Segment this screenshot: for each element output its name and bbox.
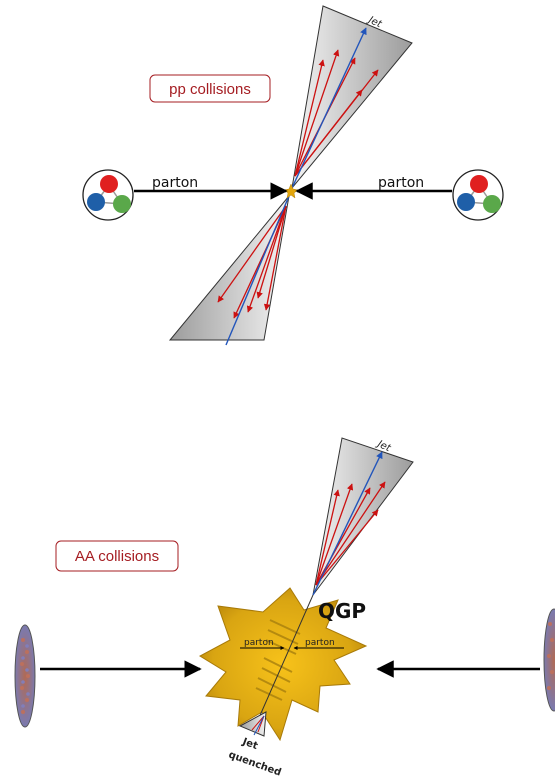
quenched-jet-label-line1: Jet	[240, 736, 259, 752]
collision-star-icon	[283, 183, 299, 199]
upper-jet-particles	[291, 27, 379, 189]
left-parton-label: parton	[152, 175, 198, 191]
quenched-jet-cone	[238, 711, 267, 737]
pp-panel: Jet parton parton	[82, 5, 504, 346]
aa-upper-jet-particles	[312, 451, 386, 596]
lower-jet-cone	[168, 194, 290, 341]
jet-path-line	[257, 594, 314, 721]
quenched-jet-particles	[251, 715, 265, 736]
lower-jet-particles	[217, 195, 290, 346]
right-proton-icon	[452, 169, 504, 221]
aa-right-parton-label: parton	[305, 638, 335, 648]
left-proton-icon	[82, 169, 134, 221]
aa-collisions-label: AA collisions	[75, 548, 159, 565]
upper-jet-cone	[291, 5, 413, 190]
aa-collisions-label-box: AA collisions	[55, 540, 179, 572]
quenched-jet-label-line2: quenched	[227, 749, 283, 776]
pp-collisions-label: pp collisions	[169, 81, 251, 98]
qgp-label: QGP	[318, 599, 366, 623]
aa-panel: Jet parton parton QGP Jet quen	[14, 437, 555, 776]
left-nucleus-icon	[14, 624, 36, 728]
pp-collisions-label-box: pp collisions	[149, 74, 271, 103]
aa-left-parton-label: parton	[244, 638, 274, 648]
right-parton-label: parton	[378, 175, 424, 191]
right-nucleus-icon	[543, 608, 555, 712]
